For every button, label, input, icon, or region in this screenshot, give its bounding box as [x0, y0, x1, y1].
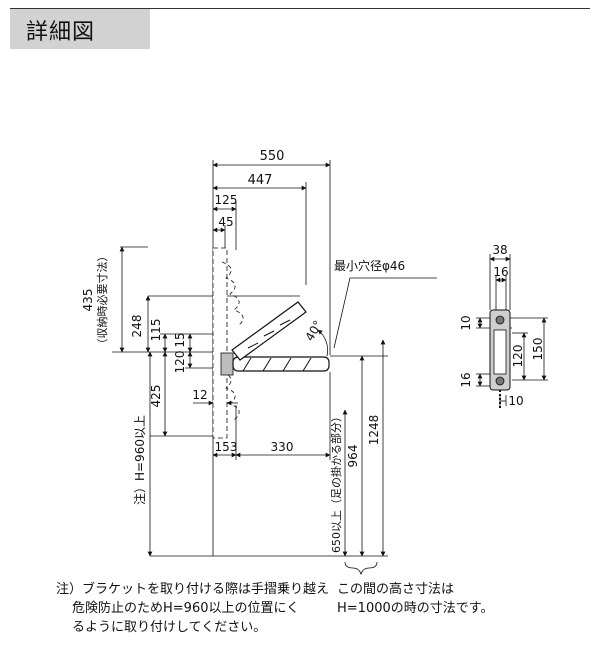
dim-115: 115 [149, 319, 163, 342]
note-left-line2: 危険防止のためH=960以上の位置にく [72, 601, 300, 616]
note-right-line2: H=1000の時の寸法です。 [337, 601, 494, 616]
front-bracket [489, 309, 511, 410]
bracket-horizontal [220, 352, 330, 376]
dim-550: 550 [260, 149, 285, 164]
front-dim-16v: 16 [459, 372, 473, 387]
dim-248: 248 [130, 315, 144, 338]
front-dimension-lines [477, 256, 547, 402]
hole-label: 最小穴径φ46 [334, 258, 405, 273]
front-extension-lines [476, 254, 548, 406]
stored-note: （収納時必要寸法） [95, 251, 109, 350]
dim-330: 330 [271, 440, 294, 454]
stored-outline [221, 261, 244, 327]
dim-1248: 1248 [367, 415, 381, 446]
foothold-note: 650以上（足の掛かる部分） [329, 411, 343, 553]
dim-425: 425 [149, 385, 163, 408]
dim-964: 964 [346, 445, 360, 468]
height-brace [344, 561, 378, 576]
dim-45: 45 [218, 215, 233, 229]
angle-label: 40° [302, 318, 325, 343]
bracket-angled [231, 301, 307, 361]
dim-447: 447 [248, 173, 273, 188]
h960-note: 注）H=960以上 [132, 415, 147, 505]
front-dim-10: 10 [459, 315, 473, 330]
page-title: 詳細図 [26, 20, 96, 45]
dim-15: 15 [173, 332, 187, 347]
side-dimension-lines [119, 162, 386, 557]
front-dim-16: 16 [493, 265, 508, 279]
front-dim-10h: 10 [508, 394, 523, 408]
front-dim-150: 150 [531, 338, 545, 361]
header-tab [10, 9, 150, 49]
dim-12: 12 [192, 388, 207, 402]
stored-outline-lower [221, 371, 240, 421]
dim-120: 120 [173, 351, 187, 374]
note-left-line3: るように取り付けしてください。 [72, 620, 267, 635]
front-dim-120: 120 [511, 345, 525, 368]
dim-153: 153 [215, 440, 238, 454]
dim-125: 125 [215, 193, 238, 207]
hole-leader [333, 277, 437, 349]
front-dim-38: 38 [492, 243, 507, 257]
header-rule [10, 8, 590, 9]
dim-435: 435 [81, 289, 95, 312]
note-right-line1: この間の高さ寸法は [337, 582, 455, 597]
wall-post [212, 247, 228, 439]
note-left-line1: 注）ブラケットを取り付ける際は手摺乗り越え [56, 582, 330, 597]
angle-arc [317, 329, 328, 357]
